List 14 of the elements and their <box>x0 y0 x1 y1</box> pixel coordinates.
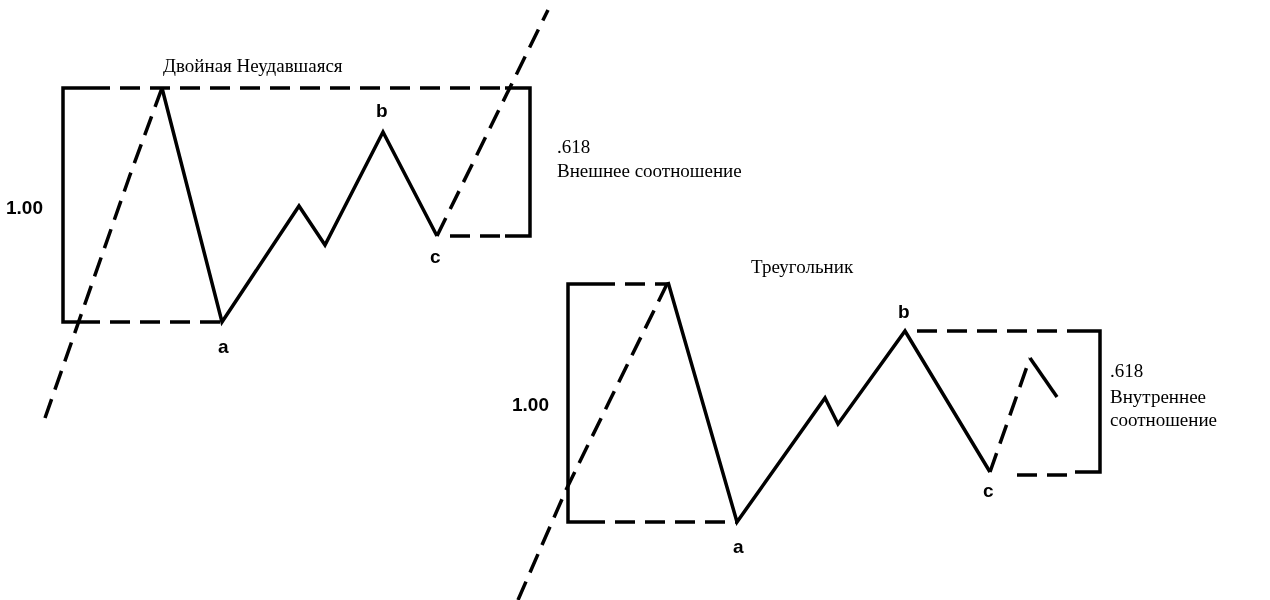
range-value: 1.00 <box>6 197 43 220</box>
wave-point-label: b <box>376 100 388 123</box>
wave-point-label: b <box>898 301 910 324</box>
wave-point-label: a <box>733 536 744 559</box>
ratio-description: Внешнее соотношение <box>557 160 742 183</box>
pattern-title: Двойная Неудавшаяся <box>163 55 343 78</box>
pattern-title: Треугольник <box>751 256 854 279</box>
wave-point-label: a <box>218 336 229 359</box>
wave-point-label: c <box>430 246 441 269</box>
ratio-description: Внутреннее соотношение <box>1110 386 1218 432</box>
ratio-value: .618 <box>557 136 591 159</box>
range-value: 1.00 <box>512 394 549 417</box>
ratio-value: .618 <box>1110 360 1144 383</box>
wave-point-label: c <box>983 480 994 503</box>
